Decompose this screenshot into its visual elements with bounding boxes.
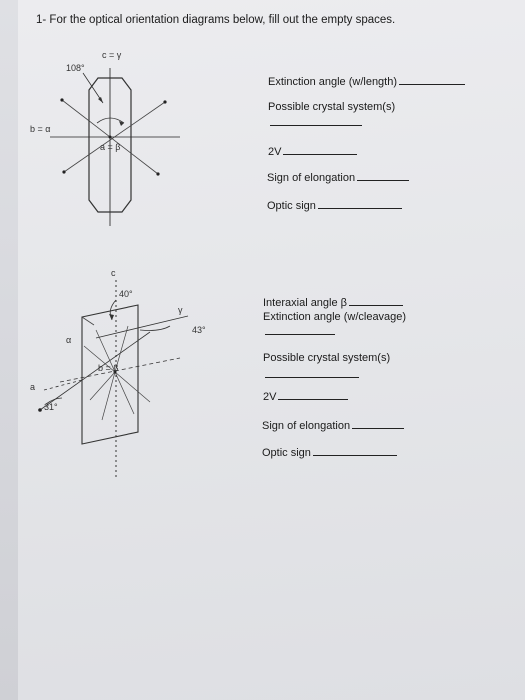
label-c: c xyxy=(111,268,116,278)
elongation-question-2: Sign of elongation xyxy=(262,420,405,432)
interaxial-question: Interaxial angle β xyxy=(263,297,403,309)
crystal-system-blank-1[interactable] xyxy=(270,125,362,126)
extinction-label-1: Extinction angle (w/length) xyxy=(268,76,398,88)
optic-sign-blank-1[interactable] xyxy=(317,208,402,209)
two-v-blank-1[interactable] xyxy=(283,154,358,155)
worksheet-page xyxy=(18,0,525,700)
label-angle-108: 108° xyxy=(66,63,85,73)
two-v-question-2: 2V xyxy=(263,391,349,403)
optic-sign-question-1: Optic sign xyxy=(267,200,402,212)
label-alpha: α xyxy=(66,335,71,345)
label-b-alpha: b = α xyxy=(30,124,50,134)
optic-sign-blank-2[interactable] xyxy=(312,455,397,456)
question-title: 1- For the optical orientation diagrams … xyxy=(36,14,396,26)
interaxial-blank[interactable] xyxy=(349,305,403,306)
label-gamma: γ xyxy=(178,305,183,315)
label-c-gamma: c = γ xyxy=(102,50,122,60)
extinction-blank-2[interactable] xyxy=(265,334,335,335)
elongation-question-1: Sign of elongation xyxy=(267,172,410,184)
label-a-beta: a = β xyxy=(100,142,120,152)
extinction-question-1: Extinction angle (w/length) xyxy=(268,76,466,88)
label-a: a xyxy=(30,382,35,392)
label-b-beta: b = β xyxy=(98,363,118,373)
elongation-label-1: Sign of elongation xyxy=(267,172,356,184)
optic-sign-question-2: Optic sign xyxy=(262,447,397,459)
two-v-question-1: 2V xyxy=(268,146,358,158)
elongation-blank-1[interactable] xyxy=(357,180,410,181)
optic-sign-label-2: Optic sign xyxy=(262,447,311,459)
crystal-system-question-1: Possible crystal system(s) xyxy=(268,101,396,113)
label-angle-43: 43° xyxy=(192,325,206,335)
two-v-label-1: 2V xyxy=(268,146,282,158)
extinction-blank-1[interactable] xyxy=(399,84,466,85)
optic-sign-label-1: Optic sign xyxy=(267,200,316,212)
two-v-blank-2[interactable] xyxy=(278,399,349,400)
interaxial-label: Interaxial angle β xyxy=(263,297,347,309)
elongation-label-2: Sign of elongation xyxy=(262,420,351,432)
elongation-blank-2[interactable] xyxy=(352,428,405,429)
crystal-system-blank-2[interactable] xyxy=(265,377,359,378)
two-v-label-2: 2V xyxy=(263,391,277,403)
crystal-system-question-2: Possible crystal system(s) xyxy=(263,352,391,364)
label-angle-40: 40° xyxy=(119,289,133,299)
extinction-question-2: Extinction angle (w/cleavage) xyxy=(263,311,407,323)
label-angle-31: 31° xyxy=(44,402,58,412)
